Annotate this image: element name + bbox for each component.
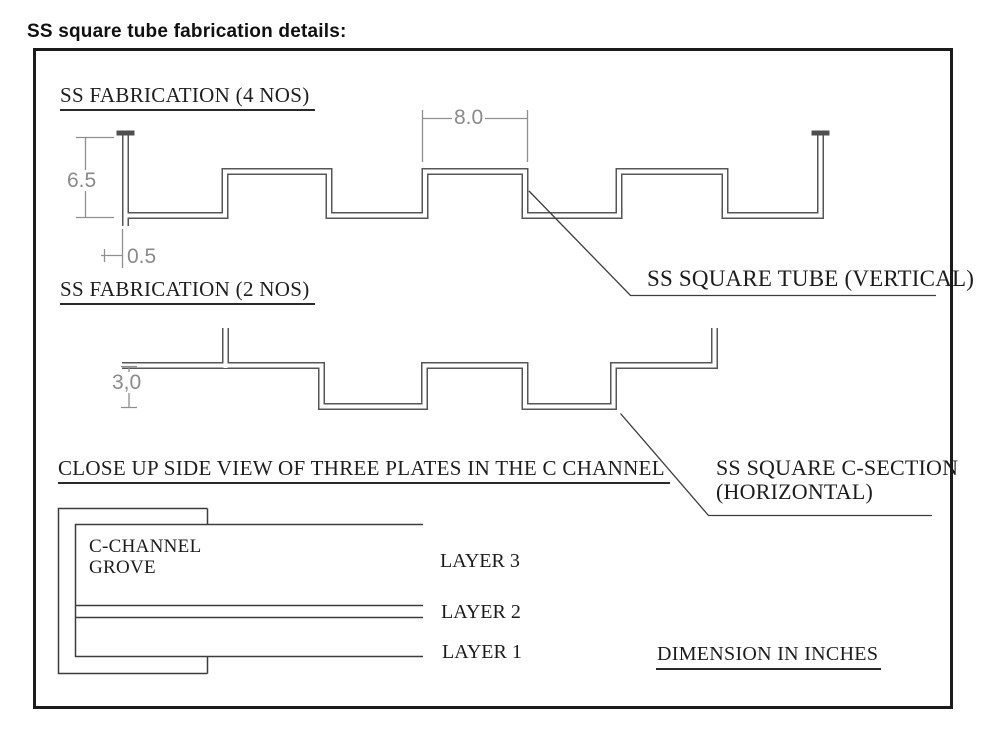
groove-label-line1: C-CHANNEL <box>89 536 202 557</box>
dim-width-fab4: 8.0 <box>452 106 486 129</box>
label-layer-1: LAYER 1 <box>442 641 522 663</box>
dim-height-fab4: 6.5 <box>65 169 99 192</box>
leader-c-section <box>620 413 932 517</box>
callout-c-section: SS SQUARE C-SECTION (HORIZONTAL) <box>716 456 958 504</box>
label-layer-3: LAYER 3 <box>440 550 520 572</box>
c-channel-closeup <box>57 507 423 675</box>
tube-cap-right <box>811 130 830 136</box>
label-layer-2: LAYER 2 <box>441 601 521 623</box>
page-title: SS square tube fabrication details: <box>27 21 347 42</box>
groove-label-line2: GROVE <box>89 557 156 578</box>
heading-closeup: CLOSE UP SIDE VIEW OF THREE PLATES IN TH… <box>58 456 670 484</box>
note-dimension-units: DIMENSION IN INCHES <box>656 643 882 670</box>
callout-c-section-line1: SS SQUARE C-SECTION <box>716 455 959 480</box>
profile-fab4 <box>116 130 830 226</box>
groove-label: C-CHANNEL GROVE <box>89 536 201 578</box>
tube-cap-left <box>116 130 135 136</box>
profile-fab2 <box>122 328 718 410</box>
heading-fab2: SS FABRICATION (2 NOS) <box>60 277 315 305</box>
callout-vertical-tube: SS SQUARE TUBE (VERTICAL) <box>647 266 975 291</box>
leader-lines <box>528 190 936 517</box>
drawing-frame <box>33 48 953 709</box>
callout-c-section-line2: (HORIZONTAL) <box>716 479 874 504</box>
dim-thickness-fab4: 0.5 <box>127 245 157 268</box>
leader-vertical-tube <box>528 190 936 297</box>
heading-fab4: SS FABRICATION (4 NOS) <box>60 83 315 111</box>
dim-height-fab2: 3,0 <box>110 371 144 394</box>
